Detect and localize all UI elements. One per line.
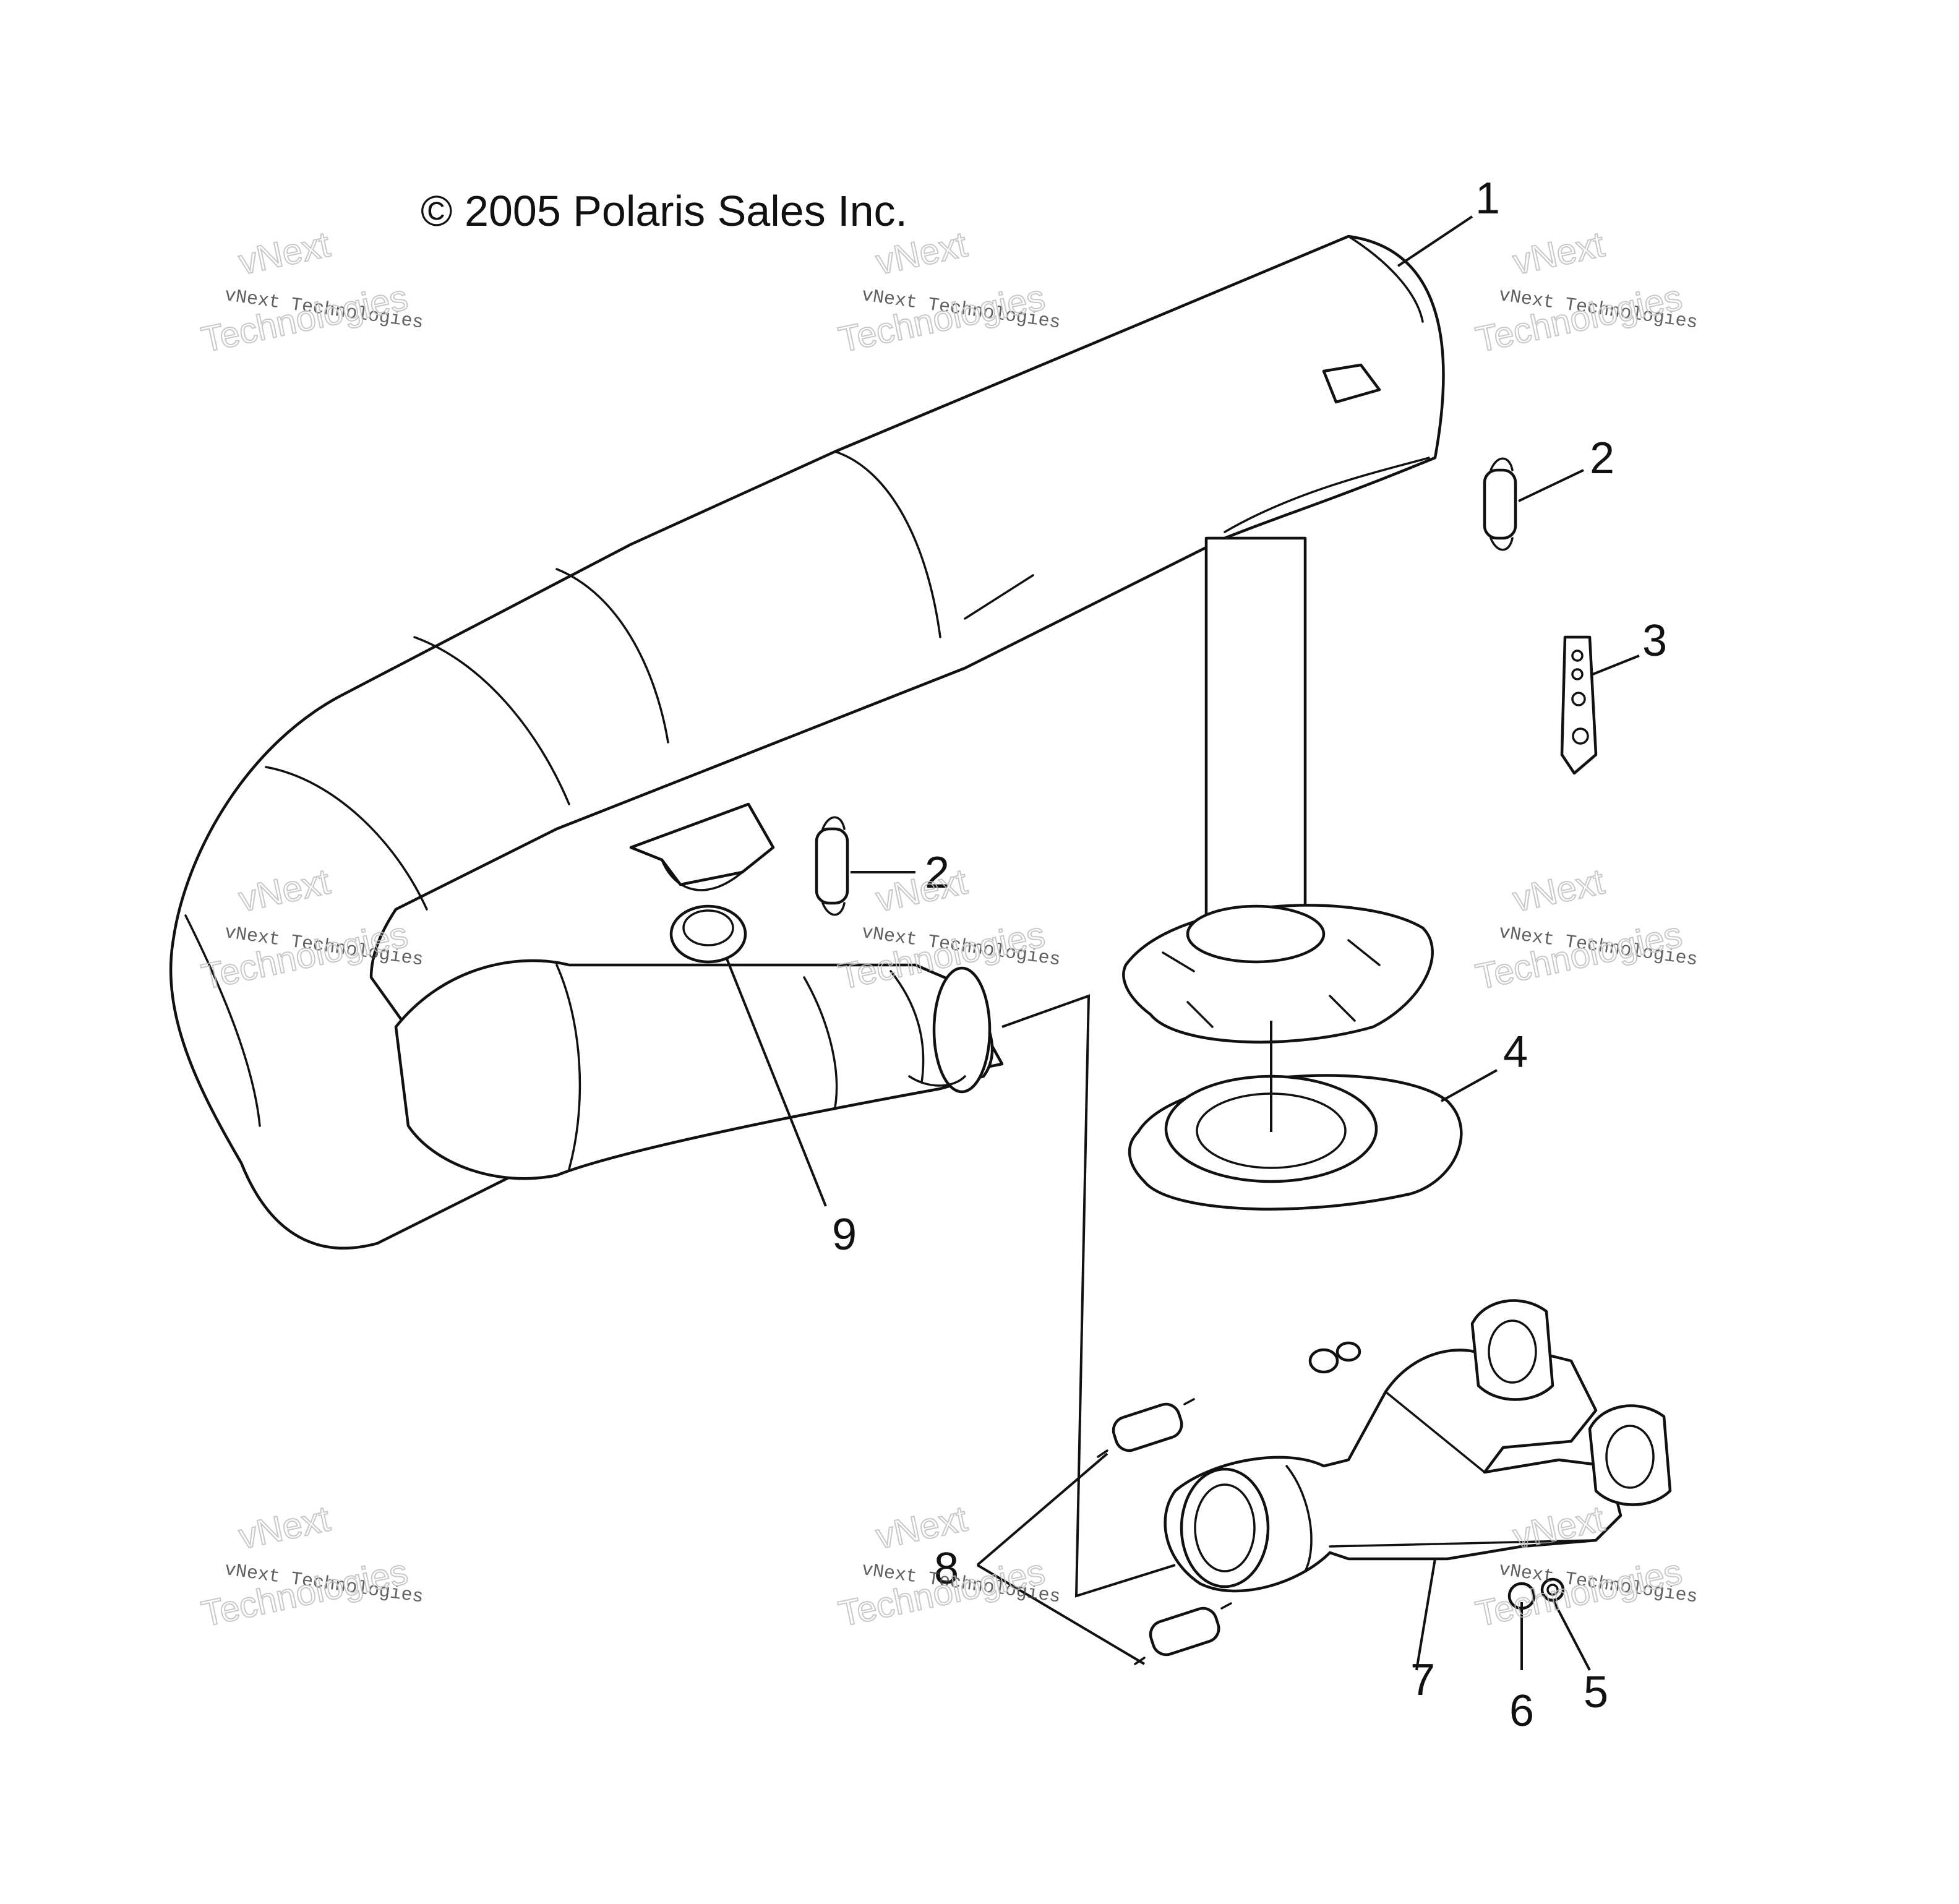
svg-text:vNext: vNext (235, 224, 333, 282)
svg-text:vNext: vNext (235, 1498, 333, 1556)
watermark-1: vNext vNext Technologies Technologies (197, 223, 424, 361)
callouts: 1 2 2 3 4 5 6 7 8 9 (832, 174, 1667, 1736)
callout-6: 6 (1509, 1686, 1534, 1736)
part-y-manifold (1164, 1347, 1622, 1593)
svg-text:vNext: vNext (1509, 861, 1608, 919)
watermark-3: vNext vNext Technologies Technologies (1472, 223, 1699, 361)
callout-4: 4 (1503, 1027, 1528, 1077)
part-nut-upper (1308, 1341, 1361, 1374)
callout-2-upper: 2 (1590, 434, 1614, 483)
watermark-7: vNext vNext Technologies Technologies (197, 1498, 424, 1635)
copyright-text: © 2005 Polaris Sales Inc. (421, 187, 907, 235)
watermark-2: vNext vNext Technologies Technologies (834, 223, 1061, 361)
part-flange-gasket-lower (1588, 1404, 1672, 1506)
part-grommet (669, 904, 747, 964)
part-hanger-strap (1560, 635, 1598, 775)
part-spring-lower-lower (1134, 1602, 1232, 1665)
callout-7: 7 (1410, 1655, 1435, 1705)
callout-8: 8 (934, 1544, 959, 1593)
callout-9: 9 (832, 1210, 857, 1259)
part-spring-lower-upper (1097, 1398, 1195, 1458)
part-spring-middle (815, 816, 849, 916)
svg-text:vNext: vNext (1509, 224, 1608, 282)
watermark-6: vNext vNext Technologies Technologies (1472, 860, 1699, 998)
svg-text:vNext: vNext (872, 861, 971, 919)
callout-1: 1 (1475, 174, 1500, 223)
callout-3: 3 (1642, 616, 1667, 666)
callout-2-middle: 2 (925, 848, 949, 898)
part-muffler (169, 234, 1445, 1250)
part-gasket (1128, 1021, 1463, 1211)
part-spring-upper (1483, 457, 1517, 551)
callout-5: 5 (1584, 1668, 1608, 1717)
leader-lines (726, 215, 1640, 1671)
part-flange-gasket-upper (1470, 1299, 1554, 1401)
